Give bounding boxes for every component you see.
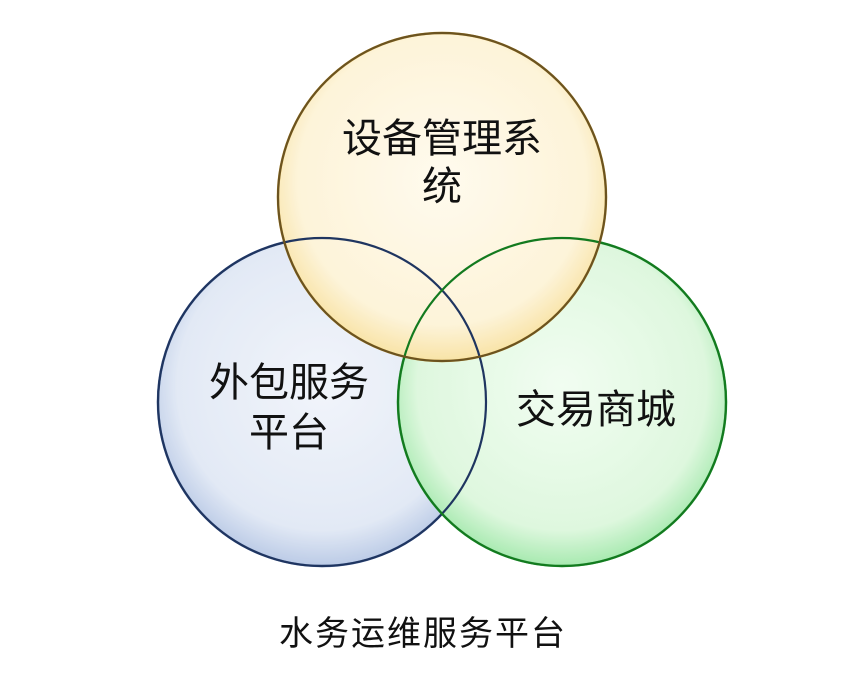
label-mall: 交易商城 xyxy=(516,387,676,433)
label-equipment-line2: 统 xyxy=(422,164,462,210)
diagram-caption: 水务运维服务平台 xyxy=(279,614,567,654)
label-outsourcing-line1: 外包服务 xyxy=(209,360,369,406)
circle-outsourcing-outline xyxy=(156,236,488,568)
circle-mall-outline xyxy=(396,236,728,568)
circle-equipment-outline xyxy=(276,31,608,363)
label-outsourcing-line2: 平台 xyxy=(249,410,329,456)
label-equipment-line1: 设备管理系 xyxy=(342,116,542,162)
